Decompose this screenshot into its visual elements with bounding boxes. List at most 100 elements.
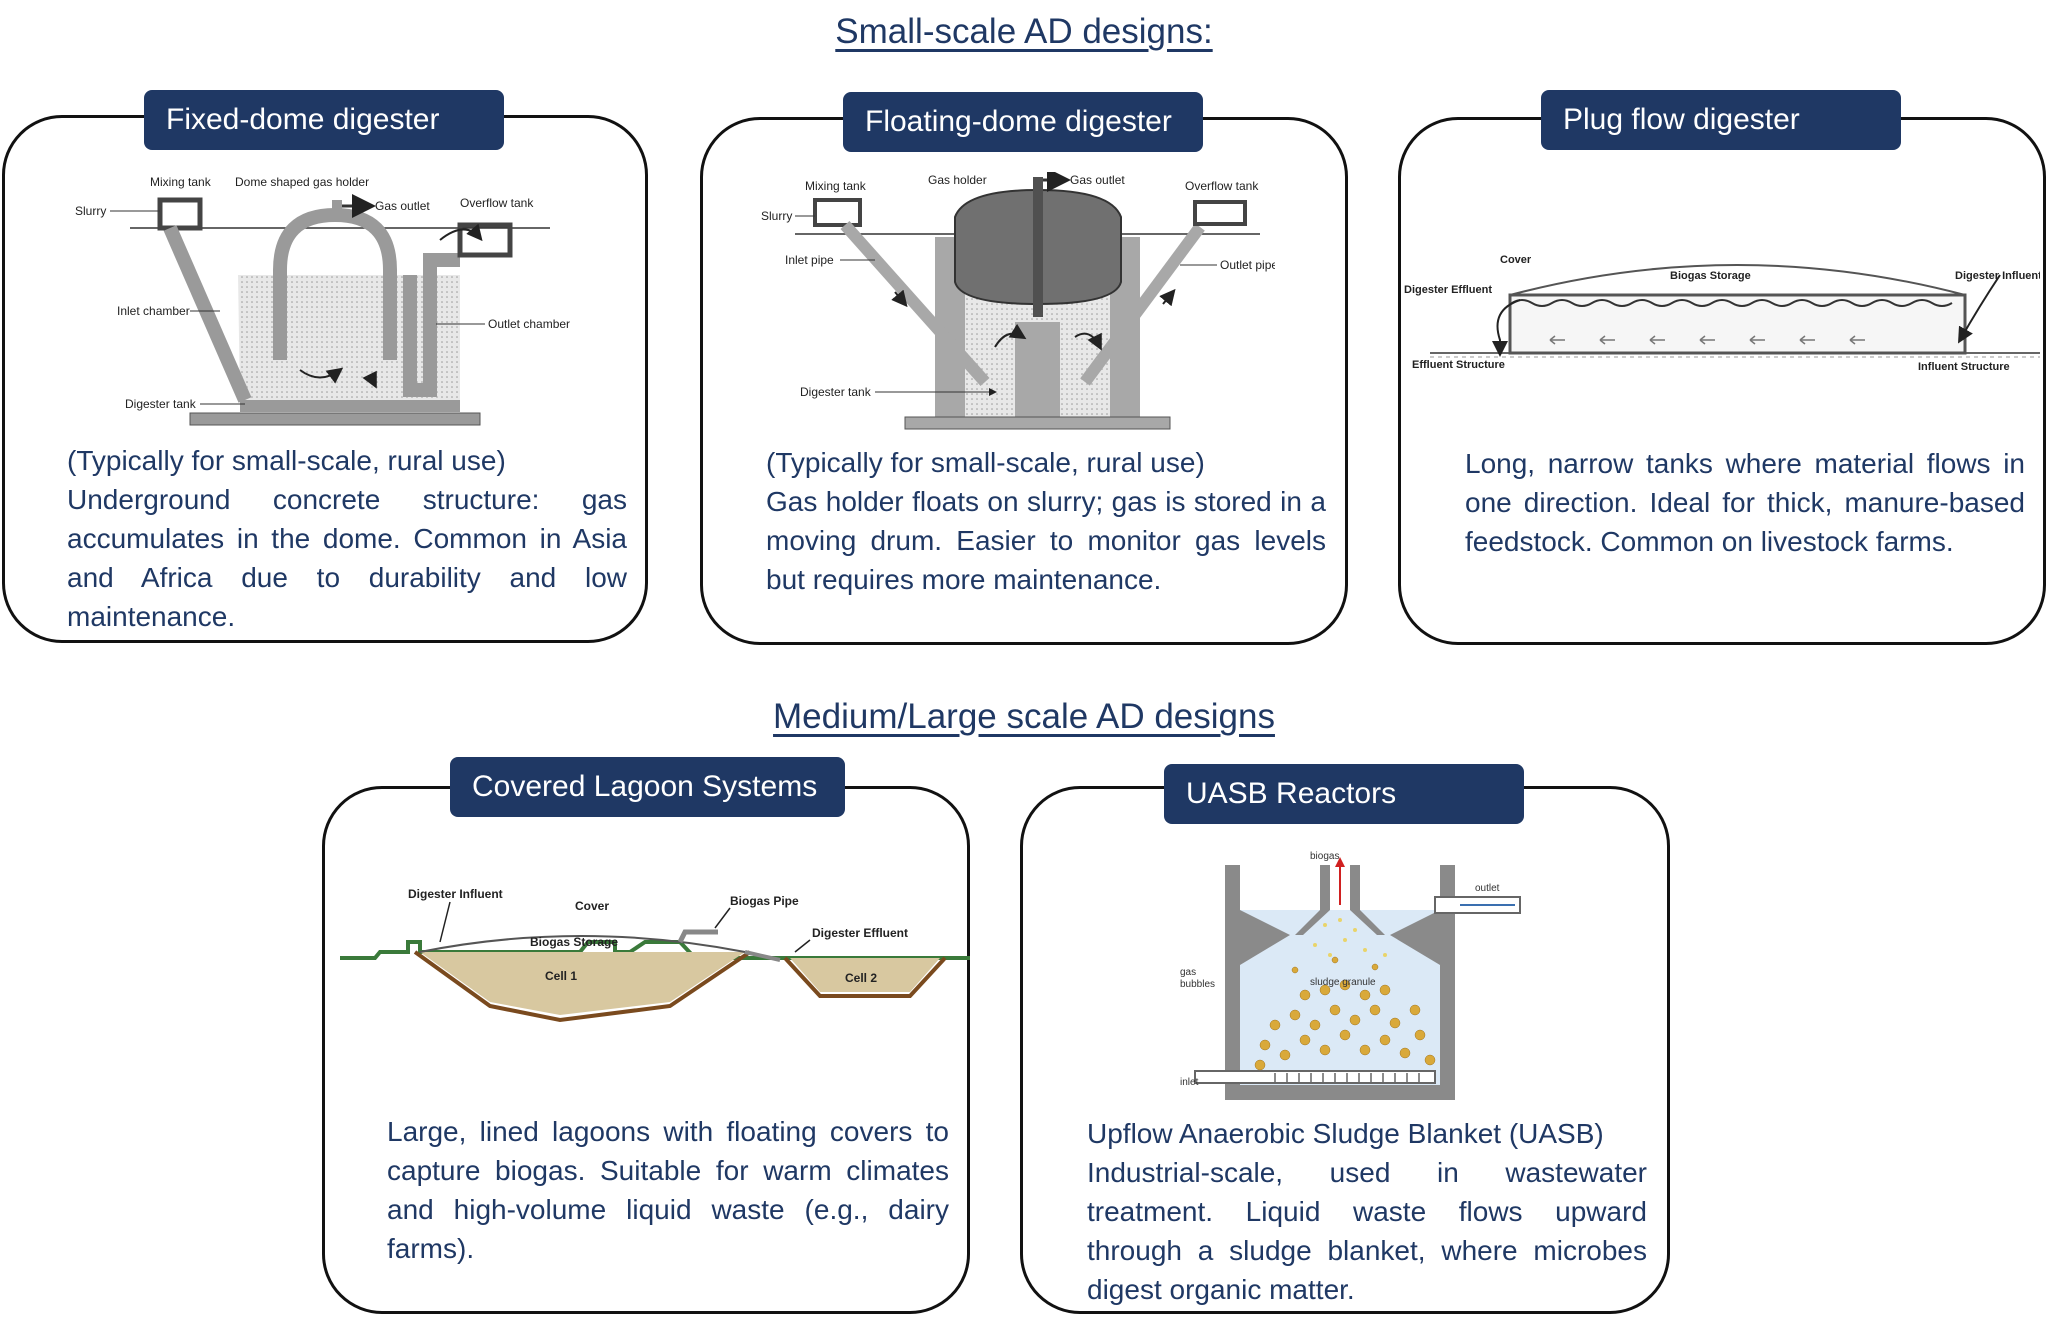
label-biogas-storage: Biogas Storage (530, 935, 618, 949)
effluent-leader (794, 939, 811, 953)
guide-pipe (1033, 177, 1043, 317)
cover-arch (1509, 264, 1966, 296)
label-digester-tank: Digester tank (125, 397, 197, 411)
label-slurry: Slurry (75, 204, 106, 218)
floating-dome-body: Gas holder floats on slurry; gas is stor… (766, 486, 1326, 595)
label-outlet-chamber: Outlet chamber (488, 317, 570, 331)
base-slab (904, 416, 1171, 430)
label-biogas-pipe: Biogas Pipe (730, 894, 799, 908)
label-effluent-structure: Effluent Structure (1412, 359, 1505, 371)
inlet-pipe (1194, 1070, 1436, 1084)
fixed-dome-subtitle: (Typically for small-scale, rural use) (67, 445, 506, 476)
overflow-arrow (439, 223, 483, 242)
uasb-diagram: biogas outlet gas bubbles sludge granule… (1180, 851, 1521, 1100)
inlet-pipe-shape (840, 221, 990, 386)
outlet-flow-arrow (1159, 288, 1176, 307)
uasb-subtitle: Upflow Anaerobic Sludge Blanket (UASB) (1087, 1118, 1604, 1149)
base-slab-upper (240, 400, 460, 412)
label-outlet: outlet (1475, 883, 1500, 894)
inlet-flow-arrow (891, 289, 908, 308)
label-cover: Cover (1500, 254, 1532, 266)
label-influent-structure: Influent Structure (1918, 361, 2010, 373)
uasb-body: Industrial-scale, used in wastewater tre… (1087, 1157, 1647, 1305)
label-slurry: Slurry (761, 209, 792, 223)
biogas-pipe-shape (677, 929, 718, 944)
label-inlet: inlet (1180, 1077, 1199, 1088)
gas-outlet-pipe (332, 200, 342, 218)
label-digester-tank: Digester tank (800, 385, 872, 399)
outlet-chamber-shape (403, 253, 460, 397)
covered-lagoon-card (322, 786, 970, 1314)
biogas-arrowhead (1335, 857, 1345, 867)
label-gas-outlet: Gas outlet (1070, 173, 1125, 187)
effluent-pipe-shape (744, 950, 781, 962)
influent-leader (439, 901, 451, 943)
flow-arrow-1 (299, 367, 344, 384)
floating-dome-text: (Typically for small-scale, rural use) G… (766, 443, 1326, 599)
label-overflow-tank: Overflow tank (1185, 179, 1259, 193)
plug-flow-card (1398, 117, 2046, 645)
outlet-pipe-shape (1080, 223, 1205, 386)
label-inlet-chamber: Inlet chamber (117, 304, 190, 318)
uasb-text: Upflow Anaerobic Sludge Blanket (UASB) I… (1087, 1114, 1647, 1309)
influent-arrow (1958, 274, 2001, 344)
overflow-tank-shape (1193, 200, 1247, 226)
cell2-liner (783, 956, 947, 998)
overflow-tank-shape (457, 222, 513, 258)
cell1-cover (419, 935, 746, 953)
label-cell2: Cell 2 (845, 971, 877, 985)
label-gas-outlet: Gas outlet (375, 199, 430, 213)
covered-lagoon-title: Covered Lagoon Systems (450, 757, 845, 817)
label-dome: Dome shaped gas holder (235, 175, 369, 189)
label-mixing-tank: Mixing tank (805, 179, 867, 193)
fixed-dome-body: Underground concrete structure: gas accu… (67, 484, 627, 632)
uasb-card (1020, 786, 1670, 1314)
inlet-nozzles (1274, 1073, 1420, 1083)
large-scale-heading: Medium/Large scale AD designs (773, 697, 1275, 736)
small-scale-heading: Small-scale AD designs: (835, 12, 1213, 51)
liquid-surface (1511, 299, 1953, 307)
covered-lagoon-body: Large, lined lagoons with floating cover… (387, 1116, 949, 1264)
flow-arrow-2 (362, 370, 377, 389)
label-mixing-tank: Mixing tank (150, 175, 212, 189)
cell2-fill (790, 958, 940, 992)
left-separator (1240, 910, 1290, 965)
label-digester-influent: Digester Influent (1955, 270, 2040, 282)
flow-arrow-1 (994, 323, 1027, 348)
fixed-dome-diagram: Mixing tank Dome shaped gas holder Gas o… (75, 175, 570, 426)
biogas-pipe-leader (714, 907, 731, 929)
plug-flow-diagram: Cover Biogas Storage Digester Effluent D… (1404, 254, 2040, 373)
floating-dome-subtitle: (Typically for small-scale, rural use) (766, 447, 1205, 478)
gas-hood-right (1350, 865, 1385, 935)
uasb-title: UASB Reactors (1164, 764, 1524, 824)
ground-surface (340, 940, 970, 960)
covered-lagoon-text: Large, lined lagoons with floating cover… (387, 1112, 949, 1268)
sludge-granules (1254, 956, 1436, 1071)
gas-bubbles (1313, 918, 1387, 957)
base-slab-lower (189, 412, 481, 426)
label-sludge-granule: sludge granule (1310, 977, 1376, 988)
floating-dome-title: Floating-dome digester (843, 92, 1203, 152)
cell1-liner (413, 950, 752, 1023)
fixed-dome-title: Fixed-dome digester (144, 90, 504, 150)
tank-shape (1508, 293, 1967, 355)
label-digester-effluent: Digester Effluent (812, 926, 908, 940)
label-gas-holder: Gas holder (928, 173, 987, 187)
mixing-tank-shape (157, 197, 203, 231)
label-biogas: biogas (1310, 851, 1339, 862)
label-gas: gas (1180, 967, 1196, 978)
inlet-pipe-shape (163, 225, 252, 403)
plug-flow-text: Long, narrow tanks where material flows … (1465, 444, 2025, 561)
label-inlet-pipe: Inlet pipe (785, 253, 834, 267)
fixed-dome-text: (Typically for small-scale, rural use) U… (67, 441, 627, 636)
label-outlet-pipe: Outlet pipe (1220, 258, 1275, 272)
flow-arrows (1549, 335, 1865, 345)
label-digester-influent: Digester Influent (408, 887, 503, 901)
cell1-fill (420, 952, 745, 1015)
plug-flow-body: Long, narrow tanks where material flows … (1465, 448, 2025, 557)
label-digester-effluent: Digester Effluent (1404, 284, 1492, 296)
label-cover: Cover (575, 899, 609, 913)
floating-dome-diagram: Mixing tank Gas holder Gas outlet Overfl… (761, 172, 1275, 430)
mixing-tank-shape (813, 198, 862, 227)
label-overflow-tank: Overflow tank (460, 196, 534, 210)
